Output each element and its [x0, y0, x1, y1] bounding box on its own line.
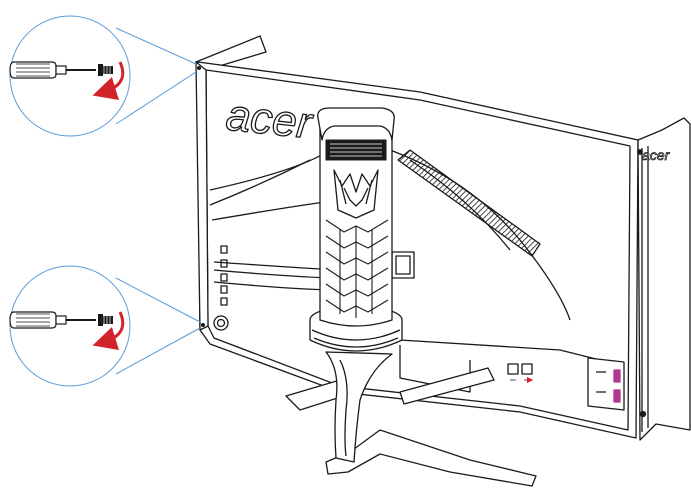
screw-icon [98, 64, 113, 76]
acer-side-logo: acer [642, 147, 671, 163]
callout-circle [9, 15, 131, 137]
monitor-stand [285, 107, 537, 487]
port-area-label [507, 363, 519, 375]
osd-buttons [220, 245, 228, 306]
screw-icon [98, 314, 113, 326]
heatsink-fins [325, 139, 387, 161]
callout-circle [9, 265, 131, 387]
screwdriver-icon [9, 61, 96, 79]
osd-button [220, 245, 228, 254]
osd-button [220, 273, 228, 282]
left-bezel [195, 61, 209, 331]
stand-handle [317, 107, 395, 141]
power-button [213, 315, 229, 331]
right-side-panel [637, 117, 691, 441]
osd-button [220, 259, 228, 268]
acer-logo: acer [224, 91, 317, 149]
vent-grille [397, 149, 541, 257]
screw-location-top [197, 66, 201, 70]
screw-location-bottom [201, 323, 205, 327]
monitor-back-panel [197, 61, 639, 439]
counterclockwise-arrow-icon [92, 61, 125, 100]
counterclockwise-arrow-icon [92, 311, 125, 350]
osd-button [220, 297, 228, 306]
callout-top [9, 15, 197, 137]
screwdriver-icon [9, 311, 96, 329]
callout-bottom [9, 265, 201, 387]
osd-button [220, 285, 228, 294]
